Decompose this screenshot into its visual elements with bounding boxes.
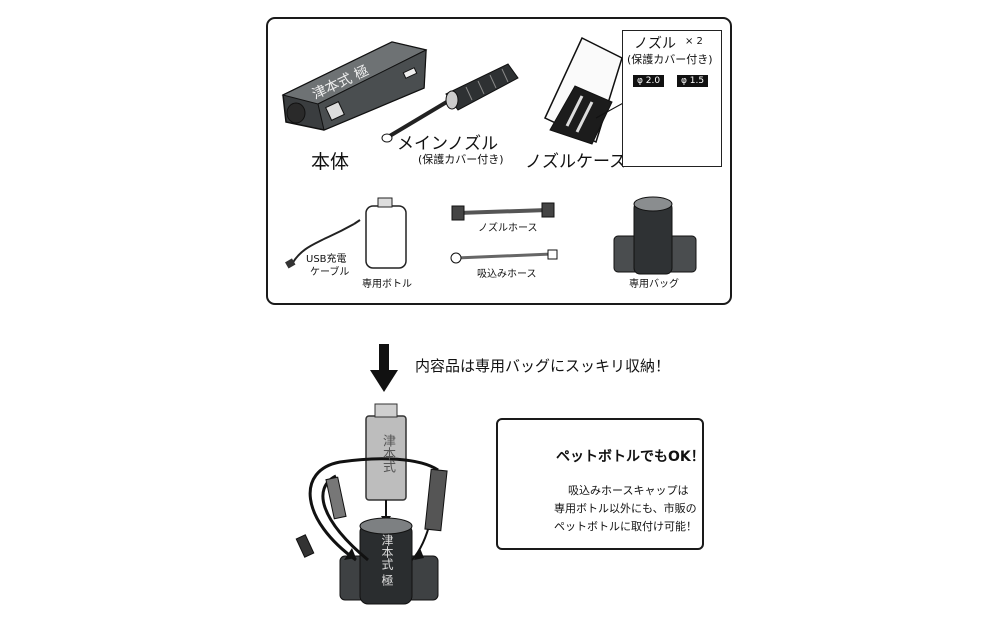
pet-bottle-info-box: ペットボトルでもOK！ 吸込みホースキャップは 専用ボトル以外にも、市販の ペッ… [496,418,705,550]
usb-cable-label-1: USB充電 [306,254,347,265]
nozzle-case-label: ノズルケース [525,152,627,172]
info-line-1: 吸込みホースキャップは [568,484,689,497]
info-line-3: ペットボトルに取付け可能！ [554,520,697,533]
storage-caption: 内容品は専用バッグにスッキリ収納！ [415,357,671,375]
hose-illustrations [450,202,558,264]
bottom-bag-lettering: 津本式 極 [380,534,394,586]
main-nozzle-sub-label: (保護カバー付き) [418,153,504,166]
info-line-2: 専用ボトル以外にも、市販の [554,502,697,515]
info-title: ペットボトルでもOK！ [556,449,705,465]
bottle-label: 専用ボトル [362,279,412,290]
callout-sub: (保護カバー付き) [627,53,713,66]
main-nozzle-label: メインノズル [397,134,499,154]
callout-count: × 2 [685,36,703,47]
bottle-illustration [365,197,407,269]
main-body-illustration [281,41,428,131]
callout-title: ノズル [634,36,676,52]
nozzle-hose-label: ノズルホース [478,223,538,234]
main-body-label: 本体 [311,151,350,173]
size-badge-1-5: φ 1.5 [677,75,709,87]
bottom-bag-illustration [339,517,439,605]
bottom-bottle-lettering: 津本式 [380,434,395,473]
usb-cable-label-2: ケーブル [310,267,350,278]
usb-cable-illustration [285,219,361,269]
size-badge-2-0: φ 2.0 [633,75,665,87]
main-nozzle-illustration [381,63,519,143]
bottom-hoses [295,457,448,562]
suction-hose-label: 吸込みホース [477,269,537,280]
down-arrow [370,344,398,392]
bag-label: 専用バッグ [629,279,679,290]
nozzle-callout: ノズル × 2 (保護カバー付き) φ 2.0 φ 1.5 [622,30,722,167]
bag-illustration [613,196,697,275]
